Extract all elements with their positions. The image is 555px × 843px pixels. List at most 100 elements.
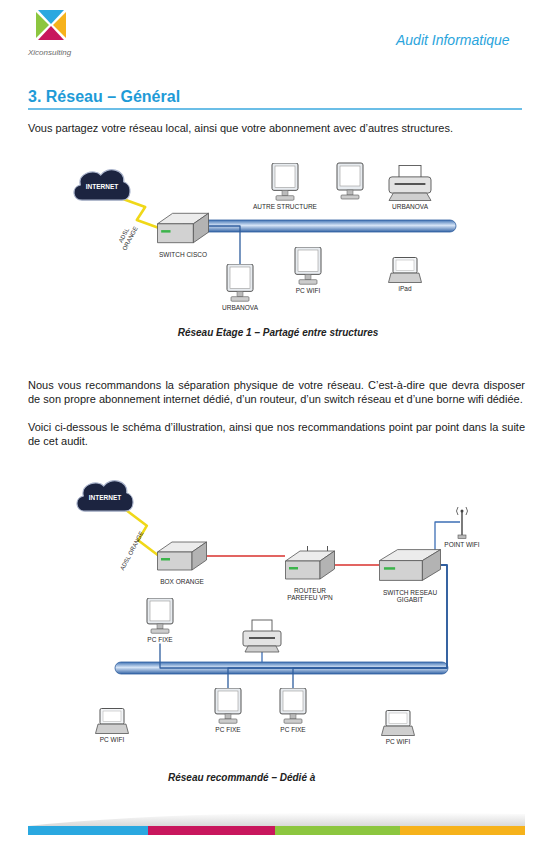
router-antenna xyxy=(307,546,308,551)
label-holder: PC FIXE xyxy=(277,724,309,733)
laptop: PC WIFI xyxy=(380,710,416,745)
cloud-shape xyxy=(74,170,130,200)
computer: AUTRE STRUCTURE xyxy=(252,163,318,210)
computer: PC FIXE xyxy=(144,598,176,643)
logo-shape xyxy=(36,12,49,38)
laptop-base xyxy=(389,273,422,282)
device-front xyxy=(158,224,194,243)
network-switch-icon xyxy=(157,207,209,249)
antenna-tip xyxy=(461,510,464,513)
monitor-screen xyxy=(283,691,303,711)
antenna-mast xyxy=(461,511,462,535)
laptop-lid xyxy=(100,709,124,725)
node-label: POINT WIFI xyxy=(444,541,479,548)
footer-bar xyxy=(28,826,148,835)
node-label: URBANOVA xyxy=(222,304,258,311)
laptop-icon xyxy=(95,708,129,734)
laptop-screen xyxy=(103,711,121,722)
monitor-stand xyxy=(290,714,296,719)
wifi-access-point: POINT WIFI xyxy=(443,505,481,548)
label-holder: iPad xyxy=(387,283,423,292)
monitor-frame xyxy=(227,264,253,291)
label-holder: BOX ORANGE xyxy=(156,576,208,585)
label-holder: PC FIXE xyxy=(144,634,176,643)
monitor-base xyxy=(151,629,169,633)
node-label: SWITCH RESEAU GIGABIT xyxy=(380,589,440,604)
monitor-symbol xyxy=(347,190,353,195)
computer-icon xyxy=(145,598,175,634)
antenna-wave xyxy=(466,507,468,515)
title-rule xyxy=(28,108,522,109)
node-label: PC WIFI xyxy=(386,738,411,745)
monitor-base xyxy=(276,196,294,201)
firewall-router-icon xyxy=(285,545,335,585)
monitor-symbol xyxy=(341,195,359,199)
label-holder: SWITCH CISCO xyxy=(156,249,210,258)
printer-wire xyxy=(261,652,262,662)
network-switch: SWITCH CISCO xyxy=(156,207,210,258)
computer: PC WIFI xyxy=(292,247,324,294)
header-text: Audit Informatique xyxy=(396,31,546,49)
monitor-stand xyxy=(225,714,231,719)
device-led xyxy=(289,567,298,570)
network-cable xyxy=(209,226,240,264)
antenna-base xyxy=(458,535,466,539)
figure-caption: Réseau recommandé – Dédié à xyxy=(168,771,468,784)
monitor-screen xyxy=(230,267,250,288)
node-label: iPad xyxy=(398,285,411,292)
label-holder: URBANOVA xyxy=(221,302,259,311)
monitor-screen xyxy=(275,166,295,187)
monitor-base xyxy=(299,280,317,285)
device-led xyxy=(161,558,170,561)
antenna-wave xyxy=(457,507,459,515)
logo-text: Xiconsulting xyxy=(28,48,98,58)
computer-icon xyxy=(270,163,300,201)
device-front xyxy=(158,552,193,570)
network-cable xyxy=(228,565,447,688)
monitor-stand xyxy=(237,291,243,296)
device-led xyxy=(161,230,170,233)
label-holder: PC WIFI xyxy=(380,736,416,745)
monitor-stand xyxy=(157,624,163,629)
printer-body xyxy=(389,177,431,193)
device-led xyxy=(384,567,395,570)
laptop-screen xyxy=(396,260,414,271)
printer-slot xyxy=(395,183,426,185)
node-label: PC WIFI xyxy=(100,736,125,743)
computer: PC FIXE xyxy=(277,688,309,733)
computer-icon xyxy=(278,688,308,724)
link-label: ADSL ORANGE xyxy=(114,221,140,254)
link-label: ADSL ORANGE xyxy=(115,523,149,579)
monitor-base xyxy=(219,719,237,723)
device-side xyxy=(422,550,440,581)
network-cable xyxy=(207,555,285,557)
firewall-router: ROUTEUR PAREFEU VPN xyxy=(284,545,336,602)
footer-band xyxy=(28,813,525,827)
section-title: 3. Réseau – Général xyxy=(28,88,180,106)
node-label: URBANOVA xyxy=(392,203,428,210)
laptop-screen xyxy=(389,713,407,724)
computer-icon xyxy=(213,688,243,724)
network-switch: SWITCH RESEAU GIGABIT xyxy=(378,543,442,604)
label-holder: PC WIFI xyxy=(292,285,324,294)
monitor-base xyxy=(231,297,249,302)
node-label: BOX ORANGE xyxy=(160,578,204,585)
computer-icon xyxy=(293,247,323,285)
node-label: PC WIFI xyxy=(296,287,321,294)
internet-box-icon xyxy=(157,536,207,576)
network-cable xyxy=(293,565,447,688)
printer: URBANOVA xyxy=(387,165,433,210)
printer-symbol xyxy=(243,631,281,646)
footer-bar xyxy=(148,826,275,835)
laptop-base xyxy=(96,724,129,733)
device-front xyxy=(380,561,423,581)
internet-cloud: INTERNET xyxy=(74,476,136,516)
laptop-lid xyxy=(393,258,417,274)
printer-symbol xyxy=(249,637,275,639)
paragraph: Vous partagez votre réseau local, ainsi … xyxy=(28,121,528,135)
label-holder: POINT WIFI xyxy=(443,539,481,548)
router-antenna xyxy=(327,546,328,551)
monitor-symbol xyxy=(337,163,363,190)
node-label: PC FIXE xyxy=(147,636,172,643)
